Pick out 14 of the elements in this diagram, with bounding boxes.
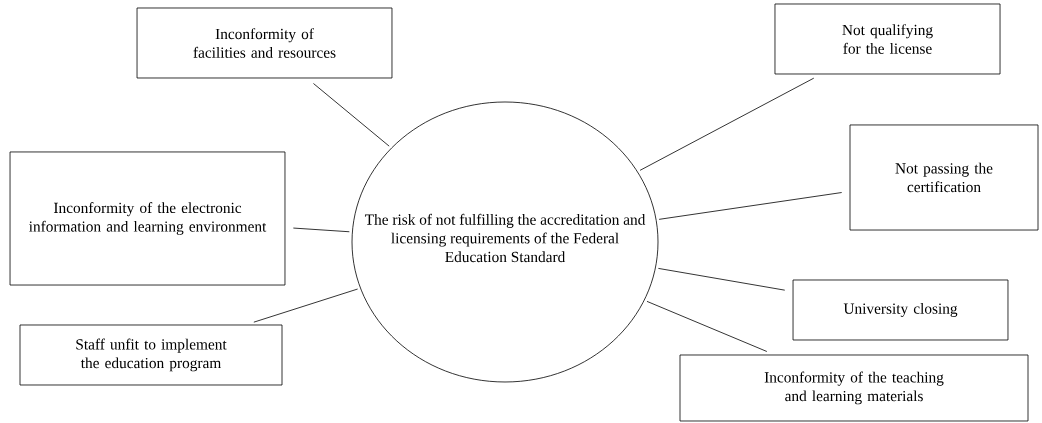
text-box: Inconformity of the electronic information and learning environment (9, 151, 286, 286)
connector-line (646, 300, 768, 352)
text-box: Staff unfit to implement the education program (19, 324, 283, 386)
connector-line (658, 268, 786, 291)
text-box: Inconformity of the teaching and learning materials (679, 354, 1029, 422)
connector-line (639, 77, 815, 171)
text-box: University closing (792, 279, 1009, 341)
connector-line (658, 192, 843, 220)
text-box: Not qualifying for the license (774, 3, 1001, 75)
text-box: Not passing the certification (849, 124, 1039, 231)
connector-line (292, 227, 350, 233)
connector-line (253, 288, 359, 323)
text-box: Inconformity of facilities and resources (136, 7, 393, 79)
connector-line (313, 83, 390, 147)
